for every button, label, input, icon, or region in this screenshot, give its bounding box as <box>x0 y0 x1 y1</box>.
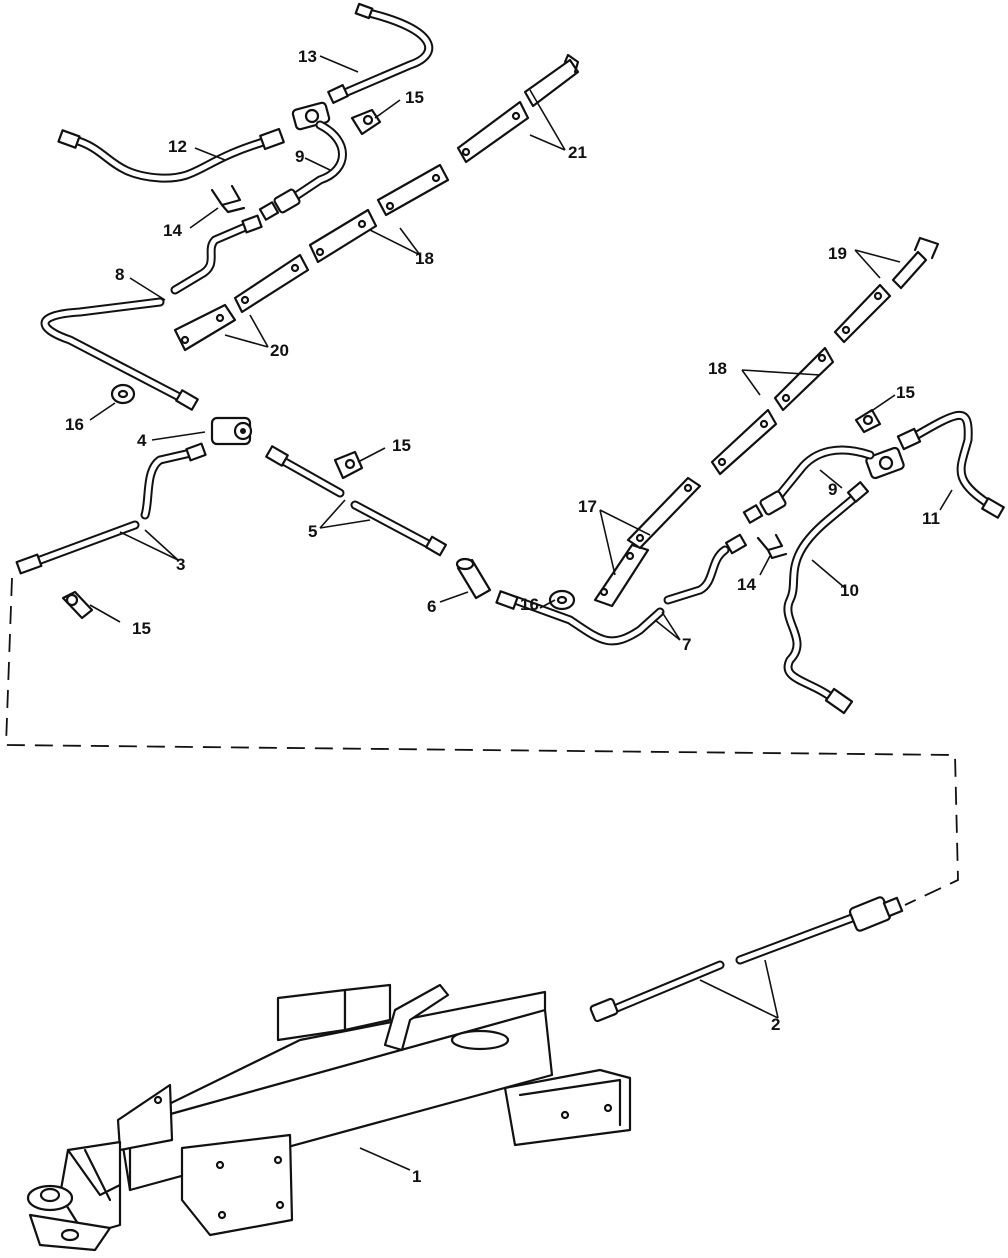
clip-15-top <box>350 108 382 136</box>
callout-19: 19 <box>828 244 847 263</box>
clip-15-right <box>854 408 882 434</box>
callout-4: 4 <box>137 431 147 450</box>
callout-16-right: 16 <box>520 595 539 614</box>
brake-line-9-right <box>742 445 875 524</box>
drawbar-frame-1 <box>26 983 632 1252</box>
bracket-17 <box>593 476 702 608</box>
callout-9-right: 9 <box>828 480 837 499</box>
brake-line-3 <box>15 442 207 575</box>
brake-line-7 <box>495 533 748 646</box>
brake-line-12 <box>57 127 285 183</box>
leader-lines <box>89 55 953 1171</box>
callout-11: 11 <box>922 509 940 528</box>
brake-line-2 <box>589 896 904 1023</box>
callout-15-left: 15 <box>132 619 151 638</box>
bracket-18-top <box>308 163 450 264</box>
callout-15-right: 15 <box>896 383 915 402</box>
clip-14-top <box>210 184 246 214</box>
callout-15-middle: 15 <box>392 436 411 455</box>
brake-line-11 <box>896 410 1005 519</box>
callout-17: 17 <box>578 497 597 516</box>
brake-line-5 <box>265 445 448 557</box>
dashed-connection-line <box>5 577 959 906</box>
callout-13: 13 <box>298 47 317 66</box>
clip-15-middle <box>333 450 364 480</box>
brake-line-13 <box>327 2 434 104</box>
callout-7: 7 <box>682 635 691 654</box>
callout-14-right: 14 <box>737 575 756 594</box>
bracket-21 <box>456 53 580 164</box>
callout-6: 6 <box>427 597 436 616</box>
callout-21: 21 <box>568 143 587 162</box>
callout-18-right: 18 <box>708 359 727 378</box>
clip-14-right <box>756 533 788 560</box>
callout-1: 1 <box>412 1167 421 1186</box>
tee-fitting-right <box>865 446 905 480</box>
callout-14-top: 14 <box>163 221 182 240</box>
bracket-18-right <box>710 346 835 476</box>
grommet-16-right <box>548 589 576 611</box>
callout-18-top: 18 <box>415 249 434 268</box>
tee-fitting-4 <box>210 416 253 446</box>
callout-20: 20 <box>270 341 289 360</box>
brake-line-8 <box>40 214 263 411</box>
clip-15-left <box>61 590 94 620</box>
callout-9-top: 9 <box>295 147 304 166</box>
callout-16-left: 16 <box>65 415 84 434</box>
brake-line-10 <box>783 481 870 715</box>
bracket-20 <box>173 253 310 352</box>
bracket-19 <box>833 236 940 344</box>
callout-12: 12 <box>168 137 187 156</box>
callout-10: 10 <box>840 581 859 600</box>
callout-15-top: 15 <box>405 88 424 107</box>
coupling-6 <box>455 557 492 600</box>
brake-line-9-top <box>258 120 347 221</box>
grommet-16-left <box>110 383 136 405</box>
callout-8: 8 <box>115 265 124 284</box>
callout-5: 5 <box>308 522 317 541</box>
callout-3: 3 <box>176 555 185 574</box>
callout-2: 2 <box>771 1015 780 1034</box>
